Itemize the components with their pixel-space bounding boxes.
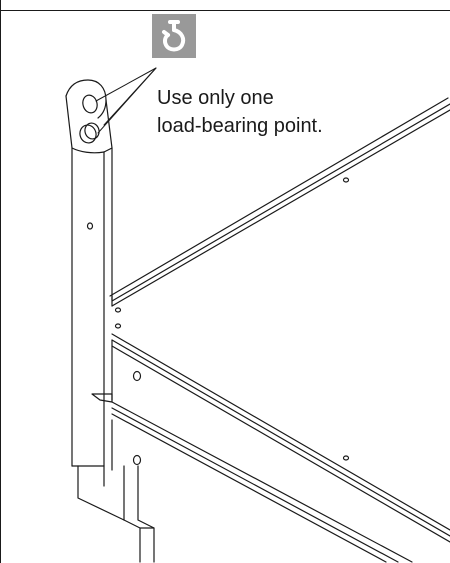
side-rails [91, 333, 450, 563]
crane-hook-icon [162, 20, 186, 52]
crane-hook-badge [152, 14, 196, 58]
load-instruction-text: Use only one load-bearing point. [157, 84, 323, 140]
callout-lines [95, 67, 157, 134]
instruction-line-1: Use only one [157, 87, 274, 109]
top-panel [109, 97, 450, 329]
lifting-lug [65, 79, 113, 487]
support-foot [77, 465, 155, 563]
instruction-line-2: load-bearing point. [157, 115, 323, 137]
